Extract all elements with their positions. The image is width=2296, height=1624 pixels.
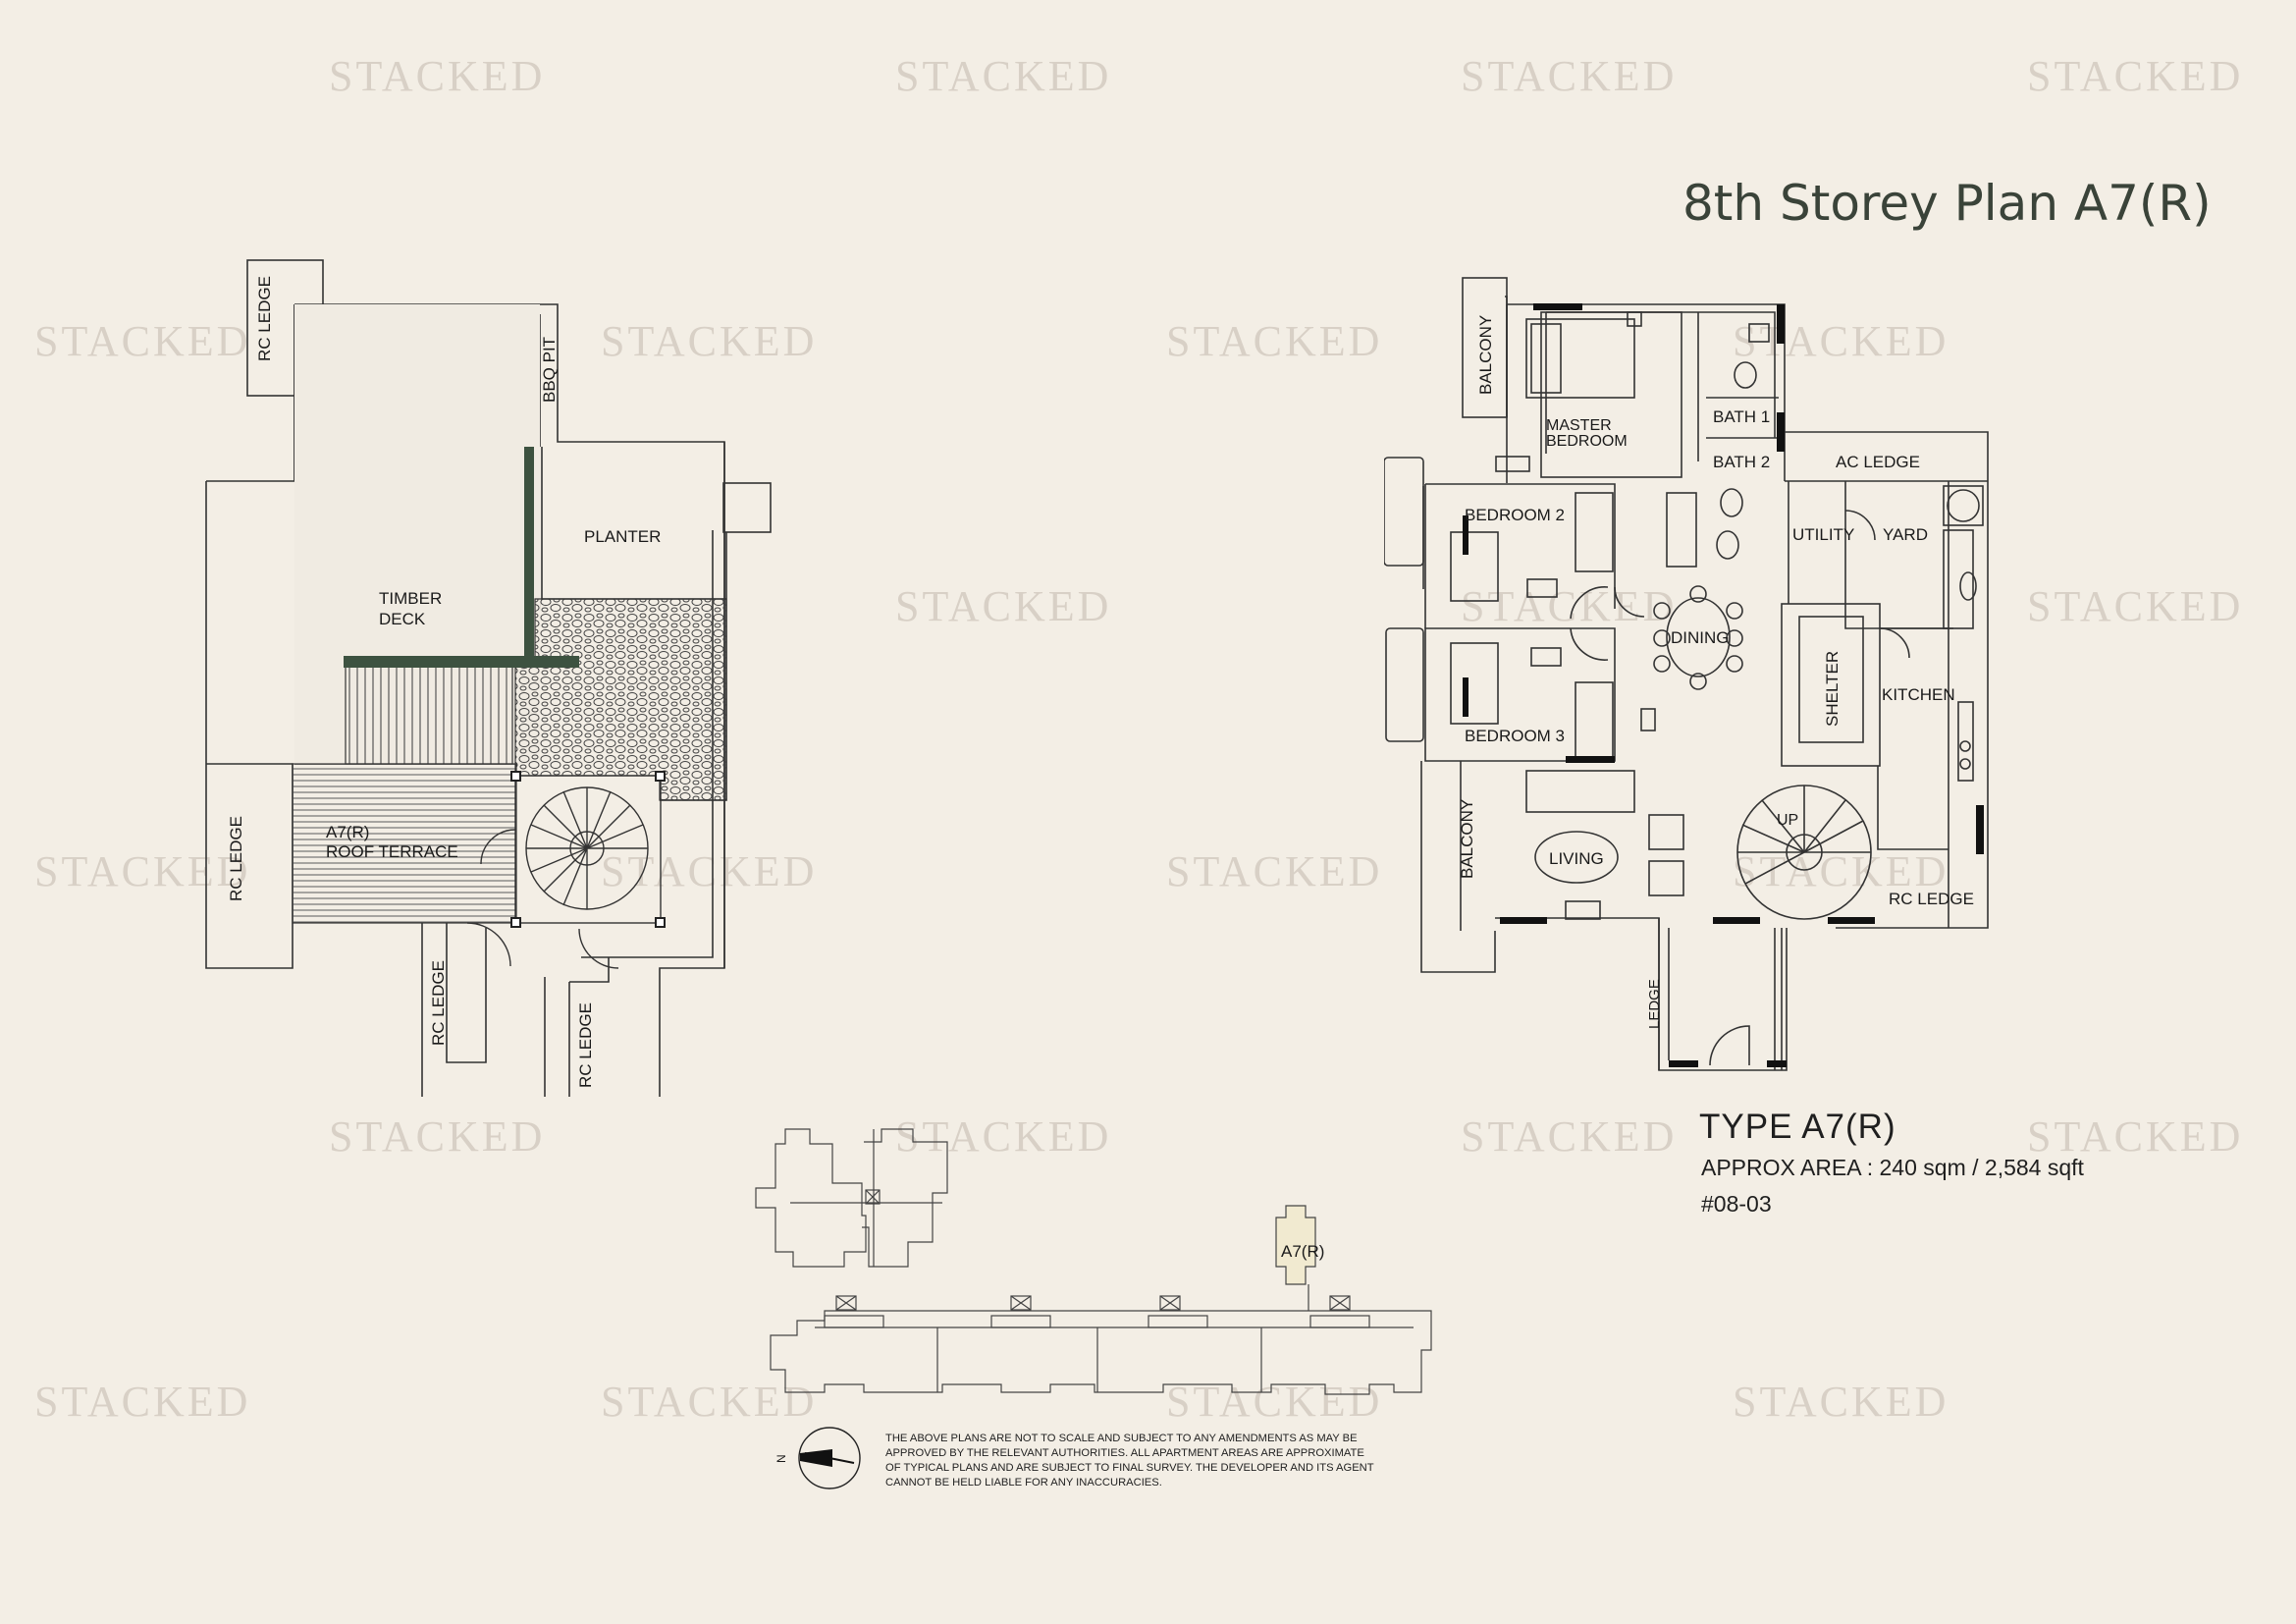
watermark: STACKED xyxy=(34,317,251,365)
watermark: STACKED xyxy=(2027,52,2244,100)
timber-deck-label: DECK xyxy=(379,610,426,628)
watermark: STACKED xyxy=(1166,317,1383,365)
compass-icon xyxy=(798,1427,861,1489)
unit-area: APPROX AREA : 240 sqm / 2,584 sqft xyxy=(1701,1155,2084,1180)
yard-label: YARD xyxy=(1883,525,1928,544)
up-label: UP xyxy=(1777,812,1798,829)
rc-ledge-bottom-label: RC LEDGE xyxy=(429,960,448,1046)
bath2-label: BATH 2 xyxy=(1713,453,1770,471)
master-bedroom-label: BEDROOM xyxy=(1546,433,1628,450)
ledge-label: LEDGE xyxy=(1646,979,1663,1029)
watermark: STACKED xyxy=(895,582,1112,630)
unit-number: #08-03 xyxy=(1701,1191,1772,1217)
living-label: LIVING xyxy=(1549,849,1604,868)
bath1-label: BATH 1 xyxy=(1713,407,1770,426)
disclaimer: THE ABOVE PLANS ARE NOT TO SCALE AND SUB… xyxy=(885,1432,1435,1490)
watermark: STACKED xyxy=(2027,582,2244,630)
watermark: STACKED xyxy=(329,52,546,100)
disclaimer-line: OF TYPICAL PLANS AND ARE SUBJECT TO FINA… xyxy=(885,1462,1374,1474)
ac-ledge-label: AC LEDGE xyxy=(1836,453,1920,471)
roof-plan: RC LEDGE BBQ PIT TIMBER DECK PLANTER RC … xyxy=(205,259,772,1097)
rc-ledge-label: RC LEDGE xyxy=(1889,890,1974,908)
watermark: STACKED xyxy=(601,847,818,895)
watermark: STACKED xyxy=(895,1112,1112,1161)
key-plan-unit-label: A7(R) xyxy=(1281,1242,1324,1261)
balcony-bottom-label: BALCONY xyxy=(1458,799,1476,879)
watermark: STACKED xyxy=(1461,582,1678,630)
rc-ledge-bottom-label: RC LEDGE xyxy=(576,1002,595,1088)
disclaimer-line: CANNOT BE HELD LIABLE FOR ANY INACCURACI… xyxy=(885,1477,1162,1489)
shelter-label: SHELTER xyxy=(1823,651,1842,727)
bedroom2-label: BEDROOM 2 xyxy=(1465,506,1565,524)
unit-type: TYPE A7(R) xyxy=(1699,1108,1896,1146)
watermark: STACKED xyxy=(34,847,251,895)
unit-plan: BALCONY MASTER BEDROOM BATH 1 BATH 2 AC … xyxy=(1384,277,1989,1071)
master-bedroom-label: MASTER xyxy=(1546,417,1612,434)
watermark: STACKED xyxy=(329,1112,546,1161)
watermark: STACKED xyxy=(1733,1378,1949,1426)
kitchen-label: KITCHEN xyxy=(1882,685,1955,704)
disclaimer-line: APPROVED BY THE RELEVANT AUTHORITIES. AL… xyxy=(885,1447,1364,1459)
roof-terrace-label: ROOF TERRACE xyxy=(326,842,458,861)
bbq-pit-label: BBQ PIT xyxy=(540,337,559,403)
watermark: STACKED xyxy=(2027,1112,2244,1161)
bedroom3-label: BEDROOM 3 xyxy=(1465,727,1565,745)
disclaimer-line: THE ABOVE PLANS ARE NOT TO SCALE AND SUB… xyxy=(885,1433,1358,1444)
watermark: STACKED xyxy=(34,1378,251,1426)
key-plan: A7(R) N xyxy=(755,1128,1432,1489)
roof-terrace-label: A7(R) xyxy=(326,823,369,841)
watermark: STACKED xyxy=(895,52,1112,100)
watermark: STACKED xyxy=(1461,52,1678,100)
watermark: STACKED xyxy=(1166,1378,1383,1426)
timber-deck-label: TIMBER xyxy=(379,589,442,608)
dining-label: DINING xyxy=(1671,628,1730,647)
planter-label: PLANTER xyxy=(584,527,661,546)
watermark: STACKED xyxy=(601,1378,818,1426)
page-title: 8th Storey Plan A7(R) xyxy=(1682,175,2212,232)
watermark: STACKED xyxy=(1166,847,1383,895)
balcony-top-label: BALCONY xyxy=(1476,315,1495,395)
watermark: STACKED xyxy=(601,317,818,365)
compass-north-label: N xyxy=(774,1454,788,1463)
rc-ledge-top-label: RC LEDGE xyxy=(255,276,274,361)
rc-ledge-left-label: RC LEDGE xyxy=(227,816,245,901)
watermark: STACKED xyxy=(1461,1112,1678,1161)
utility-label: UTILITY xyxy=(1792,525,1854,544)
